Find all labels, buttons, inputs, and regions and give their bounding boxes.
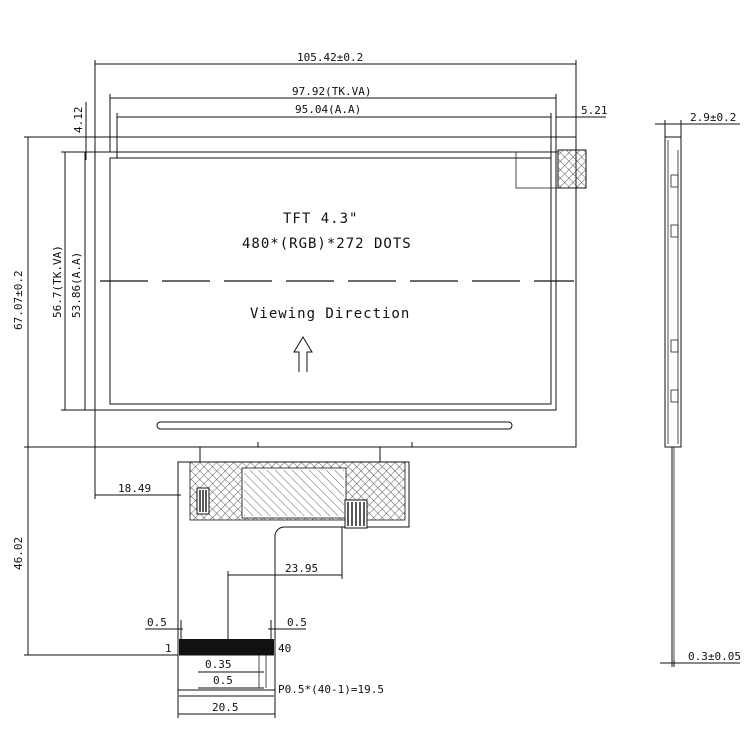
dim-aa-width: 95.04(A.A) [295,103,361,116]
dim-aa-height: 53.86(A.A) [70,252,83,318]
dim-outline-height: 67.07±0.2 [12,270,25,330]
bottom-slot [156,421,513,430]
bottom-notches [257,442,413,447]
side-body [664,136,682,448]
fpc-ic-hatch [244,470,344,516]
dim-thickness: 2.9±0.2 [690,111,736,124]
corner-pad-outline [515,151,559,189]
front-view: TFT 4.3" 480*(RGB)*272 DOTS Viewing Dire… [84,136,587,448]
resolution-label: 480*(RGB)*272 DOTS [242,236,412,252]
corner-pad-crosshatch [558,150,586,188]
dim-right-offset: 5.21 [581,104,608,117]
dim-fpc-length: 46.02 [12,537,25,570]
dim-fpc-width: 20.5 [212,701,239,714]
dim-pitch-formula: P0.5*(40-1)=19.5 [278,683,384,696]
dim-pin-pitch: 0.5 [213,674,233,687]
dim-fpc-left-offset: 18.49 [118,482,151,495]
pin-last-label: 40 [278,642,291,655]
dim-tk-va-height: 56.7(TK.VA) [51,245,64,318]
dimension-lines [24,60,606,718]
dim-outline-width: 105.42±0.2 [297,51,363,64]
dim-fpc-thickness: 0.3±0.05 [688,650,741,663]
dim-pin-width: 0.35 [205,658,232,671]
dim-top-offset: 4.12 [72,107,85,134]
fpc-tail [177,447,410,691]
dim-pad-margin-right: 0.5 [287,616,307,629]
display-type-label: TFT 4.3" [283,211,358,227]
dim-tk-va-width: 97.92(TK.VA) [292,85,371,98]
module-outline [94,136,577,448]
pin-first-label: 1 [165,642,172,655]
dim-pad-margin-left: 0.5 [147,616,167,629]
fpc-outline [177,461,410,691]
viewing-direction-label: Viewing Direction [250,306,410,322]
viewing-arrow-icon [293,336,313,372]
dim-fpc-offset: 23.95 [285,562,318,575]
side-view [655,120,740,667]
contact-pads [179,639,274,655]
